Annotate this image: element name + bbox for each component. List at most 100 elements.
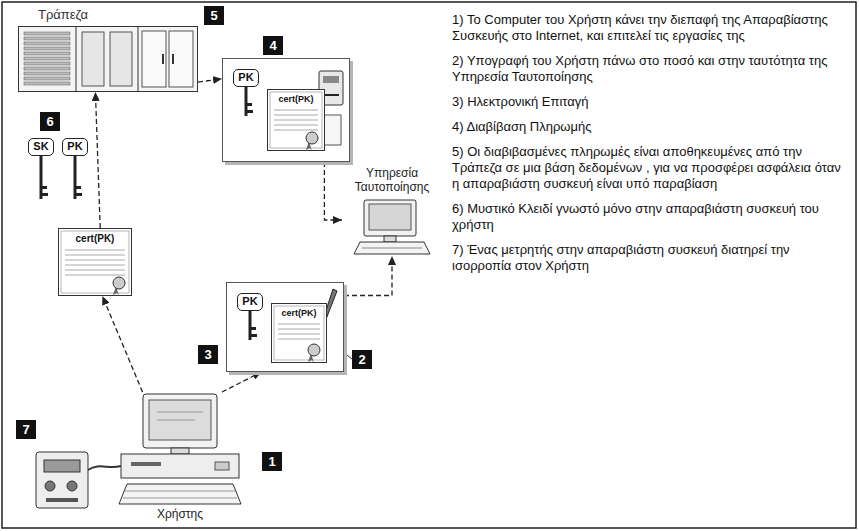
note-text: 1) Το Computer του Χρήστη κάνει την διεπ… (452, 12, 848, 44)
key-node: PK (233, 69, 259, 87)
dashed-connector (95, 92, 100, 228)
drawing-part (131, 462, 161, 466)
drawing-part (169, 31, 193, 87)
drawing-part (65, 275, 125, 276)
computer-drawing (342, 198, 442, 256)
drawing-part (149, 400, 211, 440)
callout-number: 6 (40, 112, 60, 131)
drawing-part (123, 498, 237, 499)
drawing-part (74, 155, 77, 199)
service-label: Υπηρεσία Ταυτοποίησης (342, 166, 442, 194)
computer-drawing (105, 392, 255, 506)
key-shaft (67, 155, 83, 199)
drawing-part (65, 265, 125, 266)
drawing-part (268, 90, 325, 151)
drawing-part (157, 420, 195, 421)
device-slot (46, 498, 78, 502)
drawing-part (364, 200, 416, 236)
key-shaft (238, 86, 254, 116)
drawing-part (354, 242, 430, 254)
certificate-label: cert(PK) (271, 308, 327, 319)
drawing-part (75, 193, 82, 196)
dashed-connector (198, 79, 222, 82)
drawing-part (278, 339, 320, 340)
drawing-part (110, 32, 132, 86)
drawing-part (274, 120, 318, 121)
drawing-part (143, 394, 217, 448)
cert-node: cert(PK) (58, 228, 132, 296)
drawing-part (41, 193, 48, 196)
device-case (36, 452, 88, 508)
key-shaft (33, 155, 49, 199)
station-node: Υπηρεσία Ταυτοποίησης (342, 166, 442, 256)
key-shaft (242, 310, 258, 340)
drawing-part (323, 76, 339, 83)
cert-node: cert(PK) (271, 303, 327, 363)
callout-number: 1 (262, 452, 282, 471)
dashed-connector (102, 296, 142, 392)
user-label: Χρήστης (105, 507, 255, 521)
key-node: PK (62, 138, 88, 156)
drawing-part (278, 324, 320, 325)
drawing-part (24, 47, 70, 50)
key-label: PK (238, 294, 262, 309)
frame-node: 4PKcert(PK) (222, 58, 350, 162)
drawing-part (246, 103, 252, 106)
drawing-part (272, 304, 327, 363)
key-label: SK (29, 139, 53, 154)
drawing-part (121, 454, 239, 478)
drawing-part (274, 115, 318, 116)
drawing-part (19, 27, 198, 92)
note-text: 7) Ένας μετρητής στην απαραβιάστη συσκευ… (452, 242, 848, 274)
drawing-part (274, 125, 318, 126)
drawing-part (250, 327, 256, 330)
drawing-part (274, 110, 318, 111)
drawing-part (65, 260, 125, 261)
note-text: 3) Ηλεκτρονική Επιταγή (452, 94, 848, 110)
drawing-part (172, 54, 174, 64)
key-node: SK (28, 138, 54, 156)
drawing-part (65, 250, 125, 251)
drawing-part (125, 491, 235, 492)
drawing-part (306, 132, 318, 144)
drawing-part (24, 62, 70, 65)
user-node: Χρήστης (105, 392, 255, 522)
drawing-part (75, 186, 81, 189)
device-cable (88, 466, 121, 470)
device-button (67, 481, 77, 491)
drawing-part (76, 27, 77, 91)
drawing-part (138, 27, 139, 91)
drawing-part (24, 57, 70, 60)
key-label: PK (234, 70, 258, 85)
callout-number: 4 (263, 36, 283, 55)
certificate-label: cert(PK) (267, 94, 325, 105)
drawing-part (24, 77, 70, 80)
numbered-notes: 1) Το Computer του Χρήστη κάνει την διεπ… (452, 12, 848, 283)
drawing-part (65, 255, 125, 256)
drawing-part (157, 412, 203, 413)
drawing-part (278, 334, 320, 335)
dashed-connector (344, 256, 392, 296)
note-text: 6) Μυστικό Κλειδί γνωστό μόνο στην απαρα… (452, 201, 848, 233)
device-display (44, 460, 80, 472)
certificate-label: cert(PK) (58, 233, 132, 245)
note-text: 4) Διαβίβαση Πληρωμής (452, 119, 848, 135)
callout-number: 3 (198, 345, 218, 364)
drawing-part (308, 344, 320, 356)
drawing-part (362, 248, 422, 249)
drawing-part (24, 32, 70, 35)
callout-number: 2 (352, 350, 372, 369)
drawing-part (24, 42, 70, 45)
drawing-part (24, 67, 70, 70)
drawing-part (113, 277, 125, 289)
bank-node: Τράπεζα (18, 26, 198, 92)
dashed-connector (222, 372, 261, 392)
drawing-part (215, 462, 229, 470)
key-node: PK (237, 293, 263, 311)
drawing-part (41, 186, 47, 189)
drawing-part (40, 155, 43, 199)
drawing-part (274, 306, 324, 360)
bank-heading: Τράπεζα (38, 7, 88, 22)
